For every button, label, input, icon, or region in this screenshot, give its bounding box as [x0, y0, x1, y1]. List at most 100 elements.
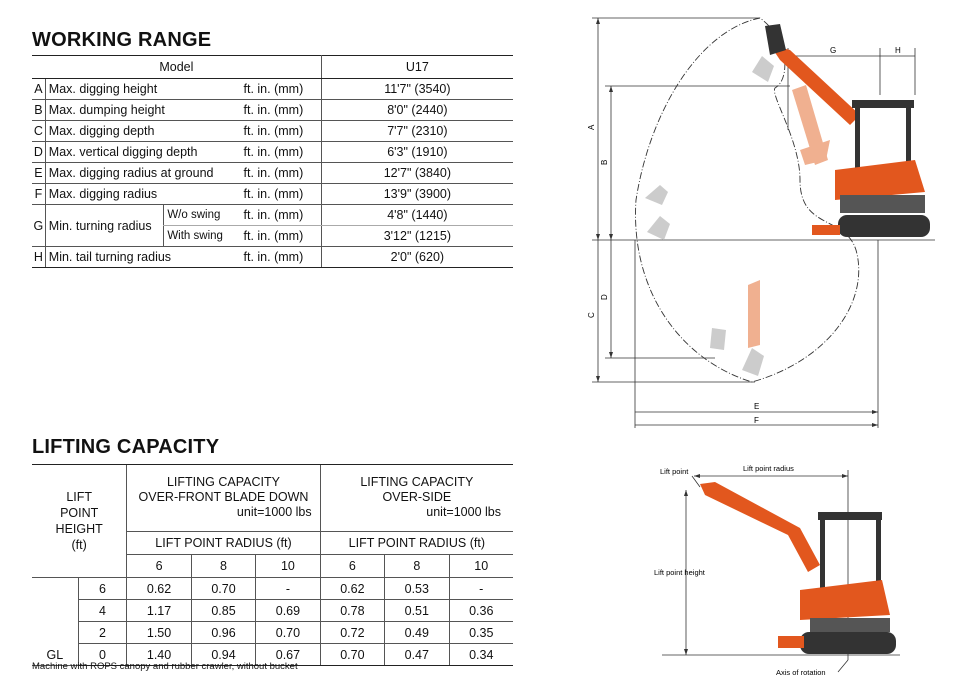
over-side-header: LIFTING CAPACITY OVER-SIDE unit=1000 lbs — [319, 464, 513, 532]
value-cell: 0.51 — [384, 599, 450, 622]
value-cell: 0.49 — [384, 621, 450, 644]
header-line: LIFTING CAPACITY — [166, 475, 280, 489]
row-label: Min. turning radius — [45, 204, 164, 247]
lift-point-height-label: Lift point height — [654, 568, 706, 577]
excavator-illustration — [700, 482, 896, 654]
table-row: 0 1.40 0.94 0.67 0.70 0.47 0.34 — [32, 643, 513, 666]
value-cell: - — [448, 577, 513, 600]
row-unit: ft. in. (mm) — [240, 99, 322, 121]
height-cell: 2 — [78, 621, 127, 644]
row-value: 12'7" (3840) — [321, 162, 513, 184]
value-cell: 0.96 — [190, 621, 256, 644]
table-row: D Max. vertical digging depth ft. in. (m… — [32, 141, 513, 163]
value-cell: 0.62 — [126, 577, 192, 600]
ghost-bucket — [752, 56, 774, 82]
label-a: A — [587, 124, 596, 130]
header-line: POINT — [60, 506, 99, 520]
row-letter: F — [32, 183, 46, 205]
row-unit: ft. in. (mm) — [240, 204, 322, 226]
row-unit: ft. in. (mm) — [240, 120, 322, 142]
label-h: H — [895, 46, 901, 55]
row-label: Max. dumping height — [45, 99, 241, 121]
radius-cell: 10 — [448, 554, 513, 578]
dimension-lines — [592, 17, 935, 428]
row-letter: E — [32, 162, 46, 184]
front-blade-header: LIFTING CAPACITY OVER-FRONT BLADE DOWN u… — [126, 464, 321, 532]
value-cell: 0.94 — [190, 643, 256, 666]
lifting-capacity-title: LIFTING CAPACITY — [32, 436, 220, 458]
value-cell: 0.36 — [448, 599, 513, 622]
table-row: G Min. turning radius W/o swing ft. in. … — [32, 204, 513, 247]
value-cell: 1.50 — [126, 621, 192, 644]
row-unit: ft. in. (mm) — [240, 162, 322, 184]
axis-of-rotation-label: Axis of rotation — [776, 668, 826, 677]
radius-header: LIFT POINT RADIUS (ft) — [126, 531, 321, 555]
value-cell: 1.40 — [126, 643, 192, 666]
row-label: Min. tail turning radius — [45, 246, 241, 268]
lift-point-label: Lift point — [660, 467, 689, 476]
row-letter: H — [32, 246, 46, 268]
working-range-table: Model U17 A Max. digging height ft. in. … — [32, 55, 513, 268]
working-range-title: WORKING RANGE — [32, 29, 212, 51]
gl-label: GL — [32, 577, 79, 666]
row-unit: ft. in. (mm) — [240, 183, 322, 205]
row-letter: D — [32, 141, 46, 163]
table-row: 2 1.50 0.96 0.70 0.72 0.49 0.35 — [32, 621, 513, 644]
table-header-row: Model U17 — [32, 55, 513, 79]
row-value: 13'9" (3900) — [321, 183, 513, 205]
model-label: Model — [32, 55, 322, 79]
row-unit: ft. in. (mm) — [240, 246, 322, 268]
row-letter: C — [32, 120, 46, 142]
radius-cell: 6 — [319, 554, 385, 578]
row-value: 4'8" (1440) — [321, 204, 513, 226]
value-cell: - — [255, 577, 321, 600]
footnote: Machine with ROPS canopy and rubber craw… — [32, 661, 298, 672]
row-label: Max. digging radius at ground — [45, 162, 241, 184]
ghost-arm — [748, 280, 760, 348]
radius-header: LIFT POINT RADIUS (ft) — [319, 531, 513, 555]
row-unit: ft. in. (mm) — [240, 225, 322, 247]
unit-note: unit=1000 lbs — [236, 505, 312, 519]
table-row: C Max. digging depth ft. in. (mm) 7'7" (… — [32, 120, 513, 142]
table-row: 4 1.17 0.85 0.69 0.78 0.51 0.36 — [32, 599, 513, 622]
value-cell: 0.72 — [319, 621, 385, 644]
ghost-arm — [800, 140, 830, 165]
lifting-capacity-table: LIFT POINT HEIGHT (ft) LIFTING CAPACITY … — [32, 464, 513, 666]
value-cell: 0.35 — [448, 621, 513, 644]
sub-label-without-swing: W/o swing — [163, 204, 241, 226]
radius-cell: 8 — [190, 554, 256, 578]
value-cell: 0.62 — [319, 577, 385, 600]
label-f: F — [754, 416, 759, 425]
value-cell: 0.34 — [448, 643, 513, 666]
table-header-row: LIFT POINT RADIUS (ft) LIFT POINT RADIUS… — [32, 531, 513, 555]
table-row: E Max. digging radius at ground ft. in. … — [32, 162, 513, 184]
table-row: GL 6 0.62 0.70 - 0.62 0.53 - — [32, 577, 513, 666]
row-letter: B — [32, 99, 46, 121]
label-e: E — [754, 402, 759, 411]
row-letter: A — [32, 78, 46, 100]
header-line: (ft) — [71, 538, 87, 552]
row-label: Max. digging height — [45, 78, 241, 100]
lift-point-height-header: LIFT POINT HEIGHT (ft) — [32, 464, 127, 578]
sub-label-with-swing: With swing — [163, 225, 241, 247]
ghost-bucket — [647, 216, 670, 240]
header-line: LIFTING CAPACITY — [360, 475, 474, 489]
value-cell: 0.78 — [319, 599, 385, 622]
table-header-row: 6 8 10 6 8 10 — [32, 554, 513, 578]
ghost-bucket — [645, 185, 668, 205]
label-d: D — [600, 294, 609, 300]
row-value: 3'12" (1215) — [321, 225, 513, 247]
radius-cell: 8 — [384, 554, 450, 578]
row-value: 8'0" (2440) — [321, 99, 513, 121]
ghost-bucket — [742, 348, 764, 376]
header-line: OVER-FRONT BLADE DOWN — [138, 490, 309, 504]
unit-note: unit=1000 lbs — [426, 505, 501, 519]
ghost-bucket — [710, 328, 726, 350]
header-line: HEIGHT — [55, 522, 103, 536]
lift-point-diagram: Lift point Lift point radius Lift point … — [654, 464, 900, 677]
table-row: B Max. dumping height ft. in. (mm) 8'0" … — [32, 99, 513, 121]
label-g: G — [830, 46, 836, 55]
table-header-row: LIFT POINT HEIGHT (ft) LIFTING CAPACITY … — [32, 464, 513, 578]
lift-point-radius-label: Lift point radius — [743, 464, 794, 473]
table-row: A Max. digging height ft. in. (mm) 11'7"… — [32, 78, 513, 100]
